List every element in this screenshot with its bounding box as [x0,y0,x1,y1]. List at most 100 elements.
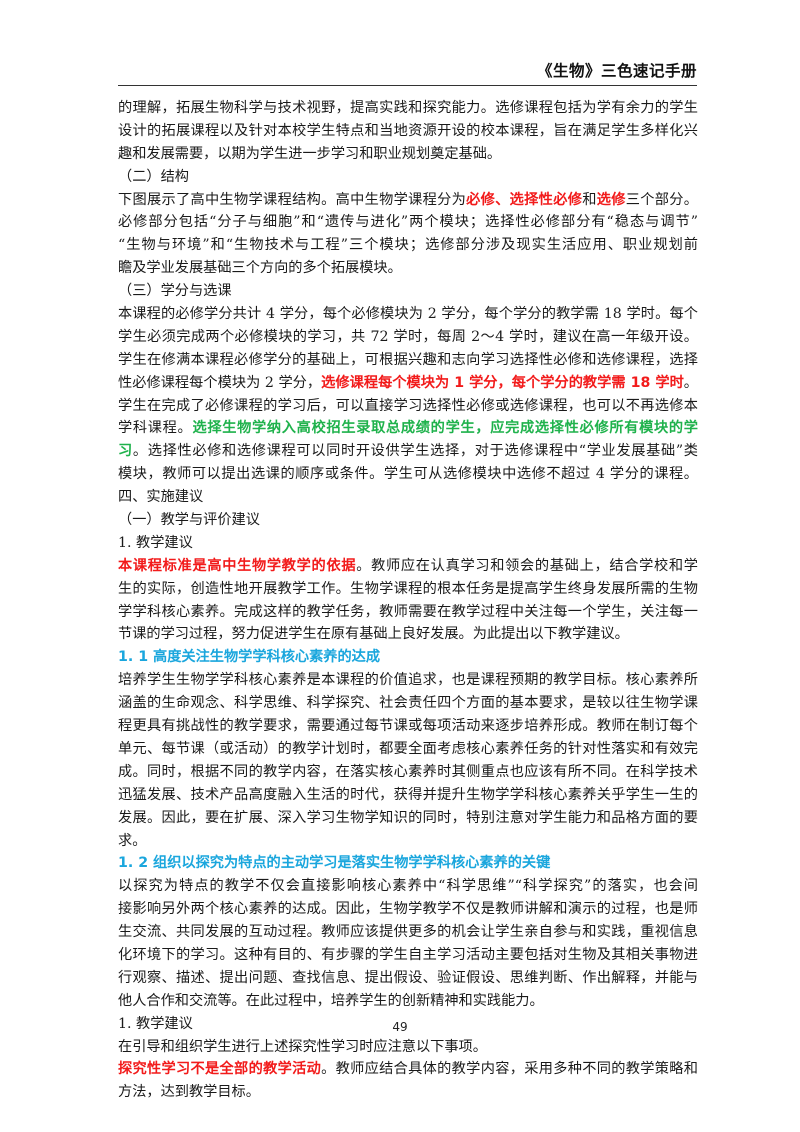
body-text: 学生必须完成两个必修模块的学习，共 72 学时，每周 2～4 学时，建议在高一年… [118,328,698,345]
body-text: 发展。因此，要在扩展、深入学习生物学知识的同时，特别注意对学生能力和品格方面的要 [118,809,698,826]
text-line: 下图展示了高中生物学课程结构。高中生物学课程分为必修、选择性必修和选修三个部分。 [118,189,698,212]
body-text: 成。同时，根据不同的教学内容，在落实核心素养时其侧重点也应该有所不同。在科学技术 [118,763,698,780]
text-line: 四、实施建议 [118,486,698,509]
text-line: 接影响另外两个核心素养的达成。因此，生物学教学不仅是教师讲解和演示的过程，也是师 [118,898,698,921]
body-text: （二）结构 [118,168,189,185]
text-line: 趣和发展需要，以期为学生进一步学习和职业规划奠定基础。 [118,143,698,166]
text-line: 以探究为特点的教学不仅会直接影响核心素养中“科学思维”“科学探究”的落实，也会间 [118,875,698,898]
body-text: 必修部分包括“分子与细胞”和“遗传与进化”两个模块；选择性必修部分有“稳态与调节… [118,214,698,231]
text-line: 性必修课程每个模块为 2 学分，选修课程每个模块为 1 学分，每个学分的教学需 … [118,372,698,395]
text-line: 涵盖的生命观念、科学思维、科学探究、社会责任四个方面的基本要求，是较以往生物学课 [118,692,698,715]
header-title: 《生物》三色速记手册 [536,62,697,80]
body-text: 化环境下的学习。这种有目的、有步骤的学生自主学习活动主要包括对生物及其相关事物进 [118,946,698,963]
body-text: 学生在修满本课程必修学分的基础上，可根据兴趣和志向学习选择性必修和选修课程，选择 [118,351,698,368]
text-line: 方法，达到教学目标。 [118,1081,698,1104]
text-line: 化环境下的学习。这种有目的、有步骤的学生自主学习活动主要包括对生物及其相关事物进 [118,944,698,967]
body-text: 1. 教学建议 [118,1015,193,1032]
body-text: 培养学生生物学学科核心素养是本课程的价值追求，也是课程预期的教学目标。核心素养所 [118,672,698,689]
body-text: 接影响另外两个核心素养的达成。因此，生物学教学不仅是教师讲解和演示的过程，也是师 [118,901,698,918]
green-highlight-text: 习 [118,443,133,460]
page-header: 《生物》三色速记手册 [118,57,697,86]
body-text: 瞻及学业发展基础三个方向的多个拓展模块。 [118,260,402,277]
text-line: 生的实际，创造性地开展教学工作。生物学课程的根本任务是提高学生终身发展所需的生物 [118,578,698,601]
text-line: 学生必须完成两个必修模块的学习，共 72 学时，每周 2～4 学时，建议在高一年… [118,326,698,349]
body-text: 单元、每节课（或活动）的教学计划时，都要全面考虑核心素养任务的针对性落实和有效完 [118,740,698,757]
text-line: 1. 教学建议 [118,532,698,555]
body-text: 学学科核心素养。完成这样的教学任务，教师需要在教学过程中关注每一个学生，关注每一 [118,603,698,620]
body-text: 和 [582,191,597,208]
text-line: 求。 [118,830,698,853]
text-line: 习。选择性必修和选修课程可以同时开设供学生选择，对于选修课程中“学业发展基础”类 [118,440,698,463]
text-line: 生交流、共同发展的互动过程。教师应该提供更多的机会让学生亲自参与和实践，重视信息 [118,921,698,944]
text-line: （二）结构 [118,166,698,189]
text-line: 必修部分包括“分子与细胞”和“遗传与进化”两个模块；选择性必修部分有“稳态与调节… [118,211,698,234]
red-highlight-text: 选修课程每个模块为 1 学分，每个学分的教学需 18 学时 [321,374,684,391]
body-text: 三个部分。 [625,191,698,208]
body-text: 。教师应结合具体的教学内容，采用多种不同的教学策略和 [321,1061,698,1078]
blue-highlight-text: 1. 1 高度关注生物学学科核心素养的达成 [118,649,381,666]
text-line: 模块，教师可以提出选课的顺序或条件。学生可从选修模块中选修不超过 4 学分的课程… [118,463,698,486]
text-line: 1. 1 高度关注生物学学科核心素养的达成 [118,646,698,669]
body-text: 四、实施建议 [118,489,204,506]
body-text: 方法，达到教学目标。 [118,1084,260,1101]
body-text: 本课程的必修学分共计 4 学分，每个必修模块为 2 学分，每个学分的教学需 18… [118,306,698,323]
body-text: 学科课程。 [118,420,193,437]
text-line: 1. 教学建议 [118,1013,698,1036]
text-line: （一）教学与评价建议 [118,509,698,532]
body-text: 设计的拓展课程以及针对本校学生特点和当地资源开设的校本课程，旨在满足学生多样化兴 [118,122,698,139]
body-text: “生物与环境”和“生物技术与工程”三个模块；选修部分涉及现实生活应用、职业规划前 [118,237,698,254]
body-text: 1. 教学建议 [118,534,193,551]
text-line: 在引导和组织学生进行上述探究性学习时应注意以下事项。 [118,1036,698,1059]
body-text: 节课的学习过程，努力促进学生在原有基础上良好发展。为此提出以下教学建议。 [118,626,629,643]
text-line: 程更具有挑战性的教学要求，需要通过每节课或每项活动来逐步培养形成。教师在制订每个 [118,715,698,738]
body-text: 趣和发展需要，以期为学生进一步学习和职业规划奠定基础。 [118,145,502,162]
body-text: 涵盖的生命观念、科学思维、科学探究、社会责任四个方面的基本要求，是较以往生物学课 [118,695,698,712]
body-text: 学生在完成了必修课程的学习后，可以直接学习选择性必修或选修课程，也可以不再选修本 [118,397,698,414]
green-highlight-text: 选择生物学纳入高校招生录取总成绩的学生，应完成选择性必修所有模块的学 [192,420,698,437]
text-line: 本课程标准是高中生物学教学的依据。教师应在认真学习和领会的基础上，结合学校和学 [118,555,698,578]
text-line: 学科课程。选择生物学纳入高校招生录取总成绩的学生，应完成选择性必修所有模块的学 [118,417,698,440]
body-text: 的理解，拓展生物科学与技术视野，提高实践和探究能力。选修课程包括为学有余力的学生 [118,100,698,116]
body-text: 行观察、描述、提出问题、查找信息、提出假设、验证假设、思维判断、作出解释，并能与 [118,969,698,986]
text-line: （三）学分与选课 [118,280,698,303]
text-line: 学生在完成了必修课程的学习后，可以直接学习选择性必修或选修课程，也可以不再选修本 [118,395,698,418]
red-highlight-text: 探究性学习不是全部的教学活动 [118,1061,322,1078]
body-text: 以探究为特点的教学不仅会直接影响核心素养中“科学思维”“科学探究”的落实，也会间 [118,878,698,895]
text-line: 1. 2 组织以探究为特点的主动学习是落实生物学学科核心素养的关键 [118,852,698,875]
body-text: 生交流、共同发展的互动过程。教师应该提供更多的机会让学生亲自参与和实践，重视信息 [118,924,698,941]
text-line: 发展。因此，要在扩展、深入学习生物学知识的同时，特别注意对学生能力和品格方面的要 [118,807,698,830]
body-text: 。 [683,374,698,391]
body-text: 。教师应在认真学习和领会的基础上，结合学校和学 [356,557,698,574]
text-line: 本课程的必修学分共计 4 学分，每个必修模块为 2 学分，每个学分的教学需 18… [118,303,698,326]
red-highlight-text: 选修 [596,191,626,208]
text-line: 学学科核心素养。完成这样的教学任务，教师需要在教学过程中关注每一个学生，关注每一 [118,601,698,624]
text-line: 他人合作和交流等。在此过程中，培养学生的创新精神和实践能力。 [118,990,698,1013]
red-highlight-text: 必修、选择性必修 [466,191,583,208]
text-line: 节课的学习过程，努力促进学生在原有基础上良好发展。为此提出以下教学建议。 [118,623,698,646]
text-line: 迅猛发展、技术产品高度融入生活的时代，获得并提升生物学学科核心素养关乎学生一生的 [118,784,698,807]
body-text: 求。 [118,832,147,849]
body-text: 程更具有挑战性的教学要求，需要通过每节课或每项活动来逐步培养形成。教师在制订每个 [118,718,698,735]
text-line: 单元、每节课（或活动）的教学计划时，都要全面考虑核心素养任务的针对性落实和有效完 [118,738,698,761]
document-body: 的理解，拓展生物科学与技术视野，提高实践和探究能力。选修课程包括为学有余力的学生… [118,97,698,1104]
body-text: 性必修课程每个模块为 2 学分， [118,374,322,391]
text-line: 的理解，拓展生物科学与技术视野，提高实践和探究能力。选修课程包括为学有余力的学生 [118,97,698,120]
body-text: 迅猛发展、技术产品高度融入生活的时代，获得并提升生物学学科核心素养关乎学生一生的 [118,786,698,803]
body-text: 下图展示了高中生物学课程结构。高中生物学课程分为 [118,191,467,208]
blue-highlight-text: 1. 2 组织以探究为特点的主动学习是落实生物学学科核心素养的关键 [118,855,551,872]
page-number: 49 [392,1020,408,1034]
text-line: 行观察、描述、提出问题、查找信息、提出假设、验证假设、思维判断、作出解释，并能与 [118,967,698,990]
body-text: 他人合作和交流等。在此过程中，培养学生的创新精神和实践能力。 [118,992,544,1009]
text-line: 培养学生生物学学科核心素养是本课程的价值追求，也是课程预期的教学目标。核心素养所 [118,669,698,692]
body-text: 。选择性必修和选修课程可以同时开设供学生选择，对于选修课程中“学业发展基础”类 [132,443,698,460]
body-text: （三）学分与选课 [118,283,232,300]
body-text: 模块，教师可以提出选课的顺序或条件。学生可从选修模块中选修不超过 4 学分的课程… [118,466,698,483]
body-text: 生的实际，创造性地开展教学工作。生物学课程的根本任务是提高学生终身发展所需的生物 [118,580,698,597]
text-line: “生物与环境”和“生物技术与工程”三个模块；选修部分涉及现实生活应用、职业规划前 [118,234,698,257]
text-line: 学生在修满本课程必修学分的基础上，可根据兴趣和志向学习选择性必修和选修课程，选择 [118,349,698,372]
text-line: 探究性学习不是全部的教学活动。教师应结合具体的教学内容，采用多种不同的教学策略和 [118,1058,698,1081]
body-text: （一）教学与评价建议 [118,512,260,529]
text-line: 设计的拓展课程以及针对本校学生特点和当地资源开设的校本课程，旨在满足学生多样化兴 [118,120,698,143]
text-line: 成。同时，根据不同的教学内容，在落实核心素养时其侧重点也应该有所不同。在科学技术 [118,761,698,784]
text-line: 瞻及学业发展基础三个方向的多个拓展模块。 [118,257,698,280]
